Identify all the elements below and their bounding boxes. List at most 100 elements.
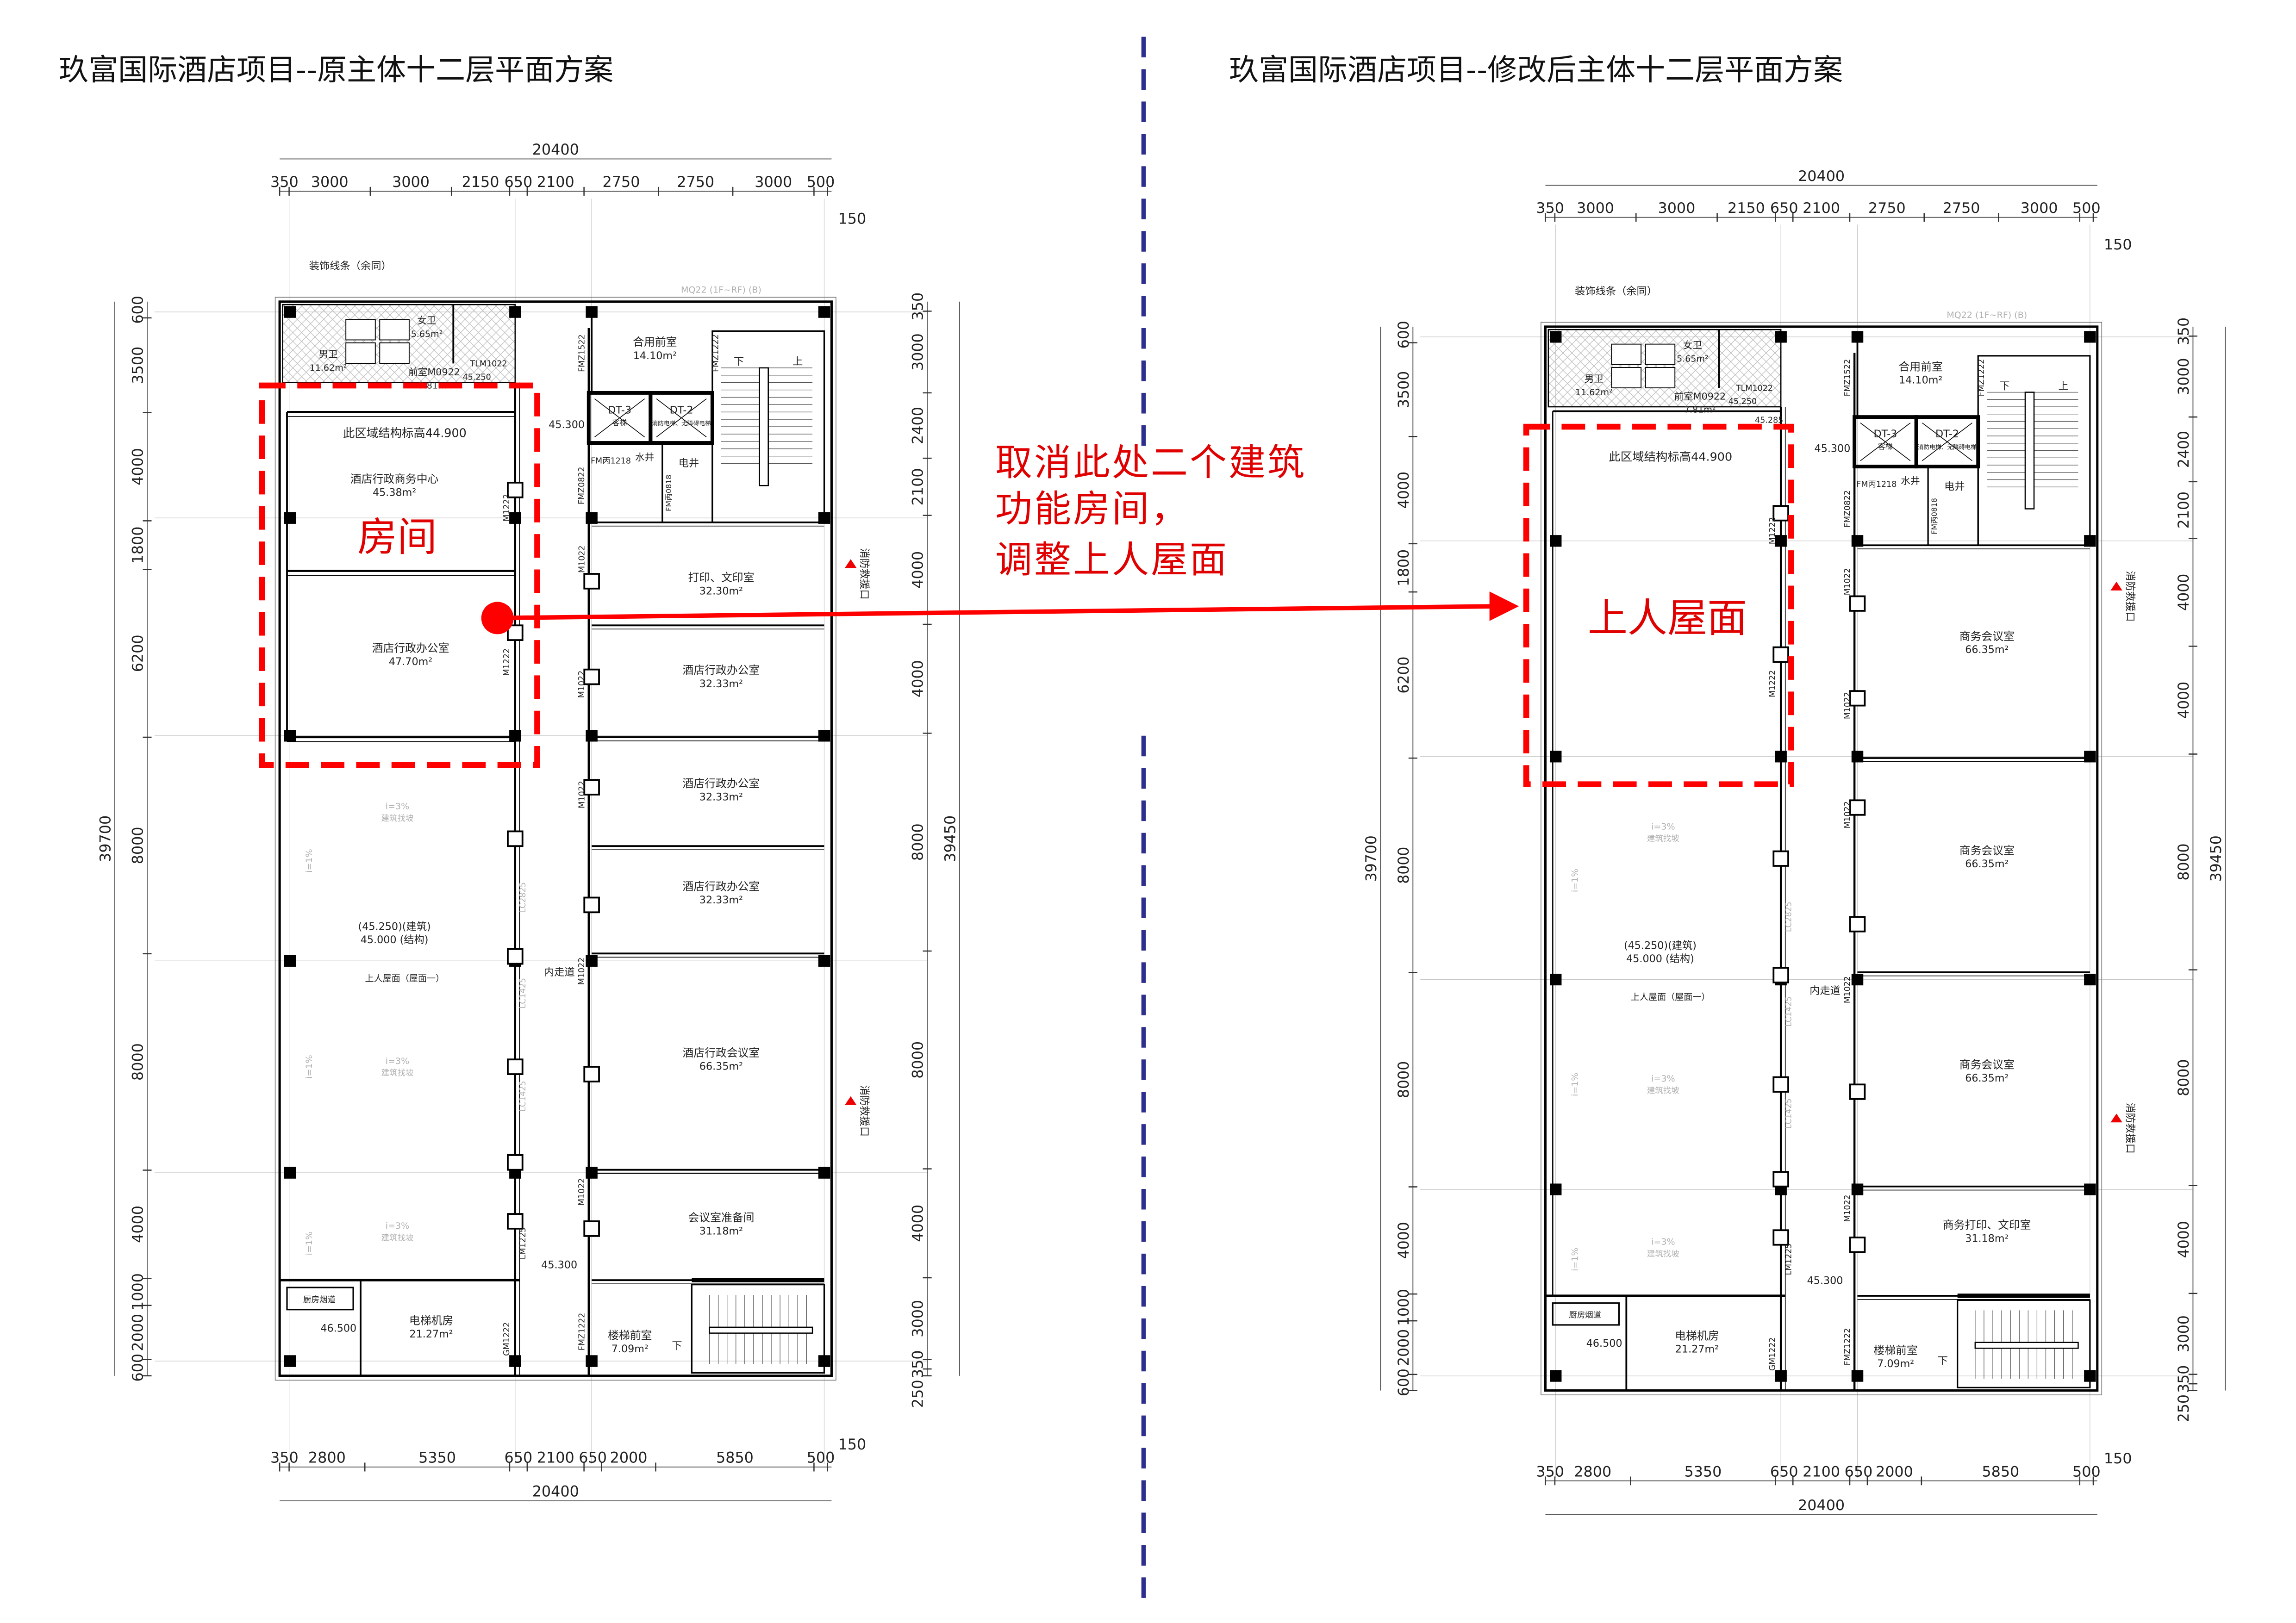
column-casing [583,779,600,796]
structural-column [586,1167,598,1179]
right-dim-value: 350 [910,292,927,321]
slope-ratio: i=3% [386,1221,410,1231]
top-dim-value: 3000 [311,174,349,191]
room-area: 11.62m² [310,363,347,373]
elevator-id: DT-3 [608,404,631,416]
stair-rail [1974,1342,2079,1349]
decor-note: 装饰线条（余同） [1575,286,1657,298]
structural-column [1775,751,1787,763]
slope-ratio-side: i=1% [304,1231,314,1256]
fire-rescue-icon [2110,1113,2122,1123]
bottom-dim-extra: 150 [838,1436,867,1453]
bottom-dim-value: 5850 [716,1449,754,1466]
column-casing [1849,595,1866,612]
kitchen-flue [286,1287,354,1311]
column-casing [1772,850,1789,867]
room-name: 男卫 [318,349,337,360]
shaft-label: 水井 [1901,475,1920,486]
structural-column [284,1167,296,1179]
top-dim-value: 650 [505,174,533,191]
structural-column [586,730,598,742]
slope-ratio-side: i=1% [1570,869,1580,892]
structural-column [1550,751,1562,763]
top-dim-value: 3000 [1658,200,1695,217]
elevation-mark: 45.250 [1728,397,1757,406]
bottom-dim-value: 2100 [1803,1464,1840,1480]
structural-column [2084,974,2096,986]
room-name: 商务会议室 [1959,1058,2015,1071]
top-dim-value: 3000 [755,174,792,191]
room-name: 酒店行政办公室 [372,642,449,655]
toilet-stall [379,319,410,341]
decor-note: 装饰线条（余同） [309,260,392,272]
corridor-label: 内走道 [1809,985,1841,997]
door-window-tag: LC1425 [518,1081,528,1112]
slope-note: 建筑找坡 [1647,834,1679,844]
outer-wall-line [1541,322,2103,1395]
structural-column [284,730,296,742]
bottom-dim-value: 2000 [1876,1464,1913,1480]
right-dim-value: 3000 [2176,358,2192,395]
slope-note: 建筑找坡 [381,1233,414,1243]
right-dim-value: 2400 [2176,431,2192,468]
fire-rescue-label: 消防救援口 [858,548,870,599]
room-name: 楼梯前室 [1874,1344,1918,1357]
room-area: 7.81m² [1684,405,1716,415]
bottom-dim-value: 2000 [610,1449,648,1466]
column-casing [1849,799,1866,816]
room-name: 会议室准备间 [688,1211,754,1224]
fire-rescue-icon [845,559,857,568]
left-dim-value: 4000 [129,1206,146,1243]
elevation-arch: (45.250)(建筑) [1624,940,1697,952]
room-name: 前室M0922 [408,367,460,378]
room-area: 32.33m² [699,791,743,803]
left-dim-value: 6200 [129,634,146,672]
elevation-arch: (45.250)(建筑) [358,920,431,933]
structural-column [586,955,598,967]
left-dim-value: 4000 [129,448,146,485]
structural-column [1550,1183,1562,1195]
room-tag-original: 房间 [357,514,437,560]
new-roof-highlight-box [1523,423,1794,788]
structural-column [1775,535,1787,547]
structural-column [818,730,830,742]
top-dim-value: 350 [1536,200,1564,217]
bottom-dim-value: 500 [2072,1464,2101,1480]
elevation-mark: 46.500 [320,1322,356,1334]
room-name: 电梯机房 [1675,1330,1719,1343]
door-window-tag: FMZ1222 [577,1313,586,1351]
right-dim-value: 3000 [910,333,927,371]
right-dim-value: 2400 [910,407,927,444]
bottom-dim-value: 350 [270,1449,299,1466]
top-dim-value: 2100 [1803,200,1840,217]
structural-column [284,1355,296,1367]
elevator-id: DT-2 [1935,428,1959,440]
room-name: 女卫 [417,315,436,326]
fire-rescue-label: 消防救援口 [2124,571,2136,622]
door-tag: FM丙0818 [1930,498,1939,534]
door-window-tag: M1022 [577,545,586,573]
room-name: 商务会议室 [1959,630,2015,643]
room-name: 酒店行政办公室 [683,664,760,677]
right-dim-value: 8000 [2176,1059,2192,1096]
elevator-type: 客梯 [612,418,627,427]
change-note-line2: 调整上人屋面 [995,538,1229,581]
bottom-dim-value: 2800 [308,1449,346,1466]
removed-rooms-highlight-box [259,382,540,768]
door-window-tag: M1022 [577,958,586,985]
elevator-cross [594,398,645,437]
door-window-tag: M1222 [502,494,512,522]
right-dim-value: 4000 [910,1205,927,1242]
plan-title-modified: 玖富国际酒店项目--修改后主体十二层平面方案 [1229,53,1843,87]
right-dim-value: 2100 [2176,491,2192,529]
right-dim-value: 350 [910,1350,927,1378]
right-dim-value: 250 [910,1380,927,1408]
left-dim-value: 1000 [129,1273,146,1311]
structural-column [509,306,521,318]
column-casing [507,1213,524,1230]
door-window-tag: FMZ1522 [1843,359,1853,397]
top-dim-value: 3000 [392,174,430,191]
slope-ratio-side: i=1% [1570,1248,1580,1271]
shaft-label: 电井 [1944,481,1965,493]
